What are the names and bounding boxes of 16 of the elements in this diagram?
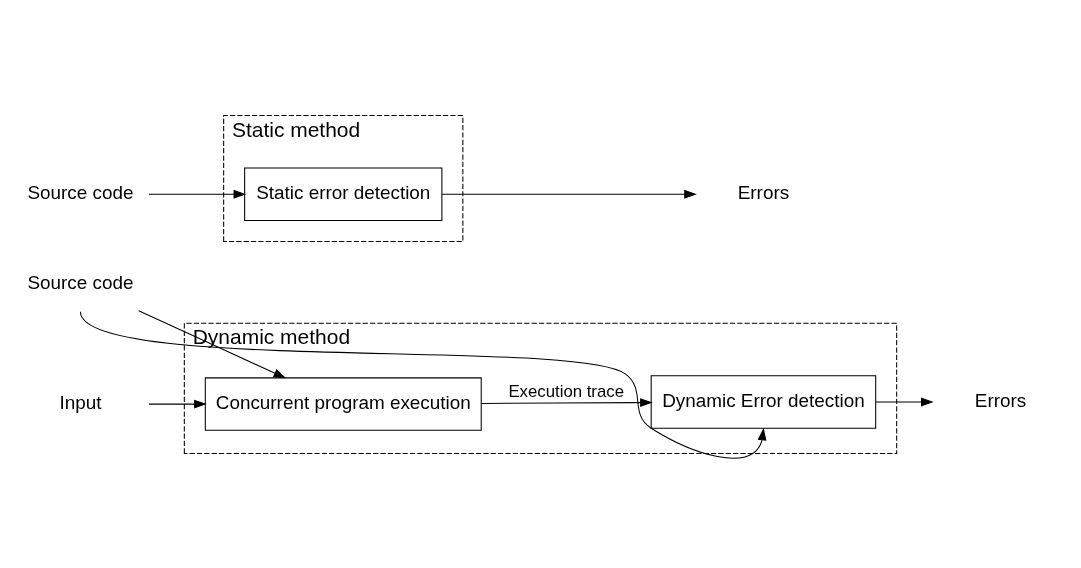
arrow <box>138 309 287 378</box>
node-text: Source code <box>27 181 134 203</box>
node-text: Errors <box>737 181 790 203</box>
arrow <box>148 399 207 408</box>
arrow <box>480 397 653 407</box>
arrow <box>148 189 247 199</box>
node-box: Static error detection <box>244 167 443 221</box>
node-text: Source code <box>27 271 134 293</box>
node-box: Concurrent program execution <box>204 376 482 431</box>
arrow <box>441 189 697 199</box>
arrow <box>875 397 934 406</box>
node-text: Errors <box>974 389 1027 411</box>
arrow <box>79 310 767 459</box>
edge-label: Execution trace <box>508 381 624 401</box>
node-box: Dynamic Error detection <box>650 374 877 429</box>
node-text: Input <box>59 391 102 413</box>
